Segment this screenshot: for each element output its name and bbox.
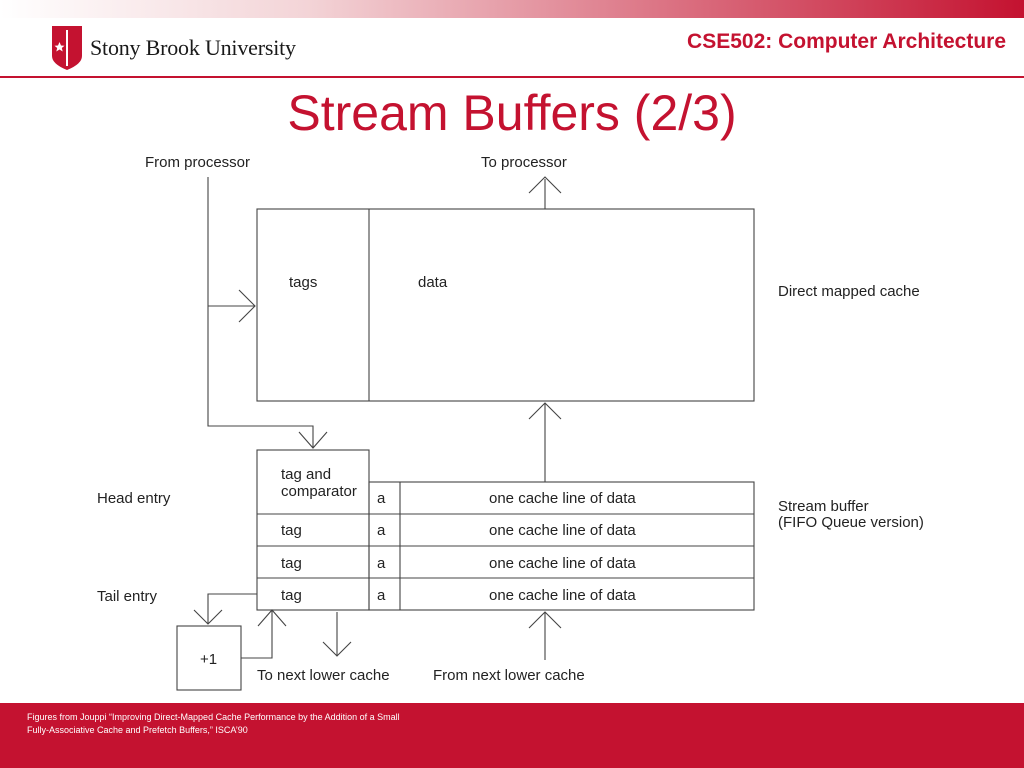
to-processor-arrowhead bbox=[528, 176, 562, 194]
from-processor-line bbox=[207, 177, 314, 448]
to-next-lower-cache-arrowhead bbox=[322, 641, 352, 657]
shield-star-icon bbox=[52, 26, 82, 70]
tail-to-increment-line bbox=[207, 593, 257, 624]
row-2-a: a bbox=[377, 522, 386, 539]
header-divider bbox=[0, 76, 1024, 78]
row-4-line: one cache line of data bbox=[489, 587, 636, 604]
course-title: CSE502: Computer Architecture bbox=[687, 30, 1006, 53]
buffer-to-cache-arrowhead bbox=[528, 402, 562, 420]
direct-mapped-cache-label: Direct mapped cache bbox=[778, 283, 920, 300]
row-4-tag: tag bbox=[281, 587, 302, 604]
fifo-queue-label: (FIFO Queue version) bbox=[778, 514, 924, 531]
tail-arrowhead bbox=[257, 609, 287, 627]
increment-label: +1 bbox=[200, 651, 217, 668]
row-3-a: a bbox=[377, 555, 386, 572]
increment-to-tail-line bbox=[241, 610, 273, 659]
row-3-line: one cache line of data bbox=[489, 555, 636, 572]
comparator-label: comparator bbox=[281, 483, 357, 500]
increment-arrowhead bbox=[193, 609, 223, 625]
to-processor-label: To processor bbox=[481, 154, 567, 171]
row-1-line: one cache line of data bbox=[489, 490, 636, 507]
row-1-a: a bbox=[377, 490, 386, 507]
slide-title: Stream Buffers (2/3) bbox=[287, 85, 737, 141]
stream-buffer-diagram: From processor To processor tags data Di… bbox=[97, 154, 924, 691]
tag-and-label: tag and bbox=[281, 466, 331, 483]
from-next-lower-cache-label: From next lower cache bbox=[433, 667, 585, 684]
row-3-tag: tag bbox=[281, 555, 302, 572]
to-next-lower-cache-label: To next lower cache bbox=[257, 667, 390, 684]
university-logo: Stony Brook University bbox=[52, 26, 296, 70]
direct-mapped-cache-box bbox=[256, 208, 755, 402]
top-accent-bar bbox=[0, 0, 1024, 18]
stream-buffer-label: Stream buffer bbox=[778, 498, 869, 515]
university-name: Stony Brook University bbox=[90, 35, 296, 60]
row-4-a: a bbox=[377, 587, 386, 604]
tail-entry-label: Tail entry bbox=[97, 588, 158, 605]
comparator-arrowhead bbox=[298, 431, 328, 449]
from-next-lower-cache-arrowhead bbox=[528, 611, 562, 629]
footer-bar: Figures from Jouppi “Improving Direct-Ma… bbox=[0, 703, 1024, 768]
from-processor-label: From processor bbox=[145, 154, 250, 171]
head-entry-label: Head entry bbox=[97, 490, 171, 507]
figure-citation: Figures from Jouppi “Improving Direct-Ma… bbox=[27, 712, 400, 735]
tags-label: tags bbox=[289, 274, 317, 291]
row-2-line: one cache line of data bbox=[489, 522, 636, 539]
row-2-tag: tag bbox=[281, 522, 302, 539]
data-label: data bbox=[418, 274, 448, 291]
cache-input-arrowhead bbox=[238, 289, 256, 323]
